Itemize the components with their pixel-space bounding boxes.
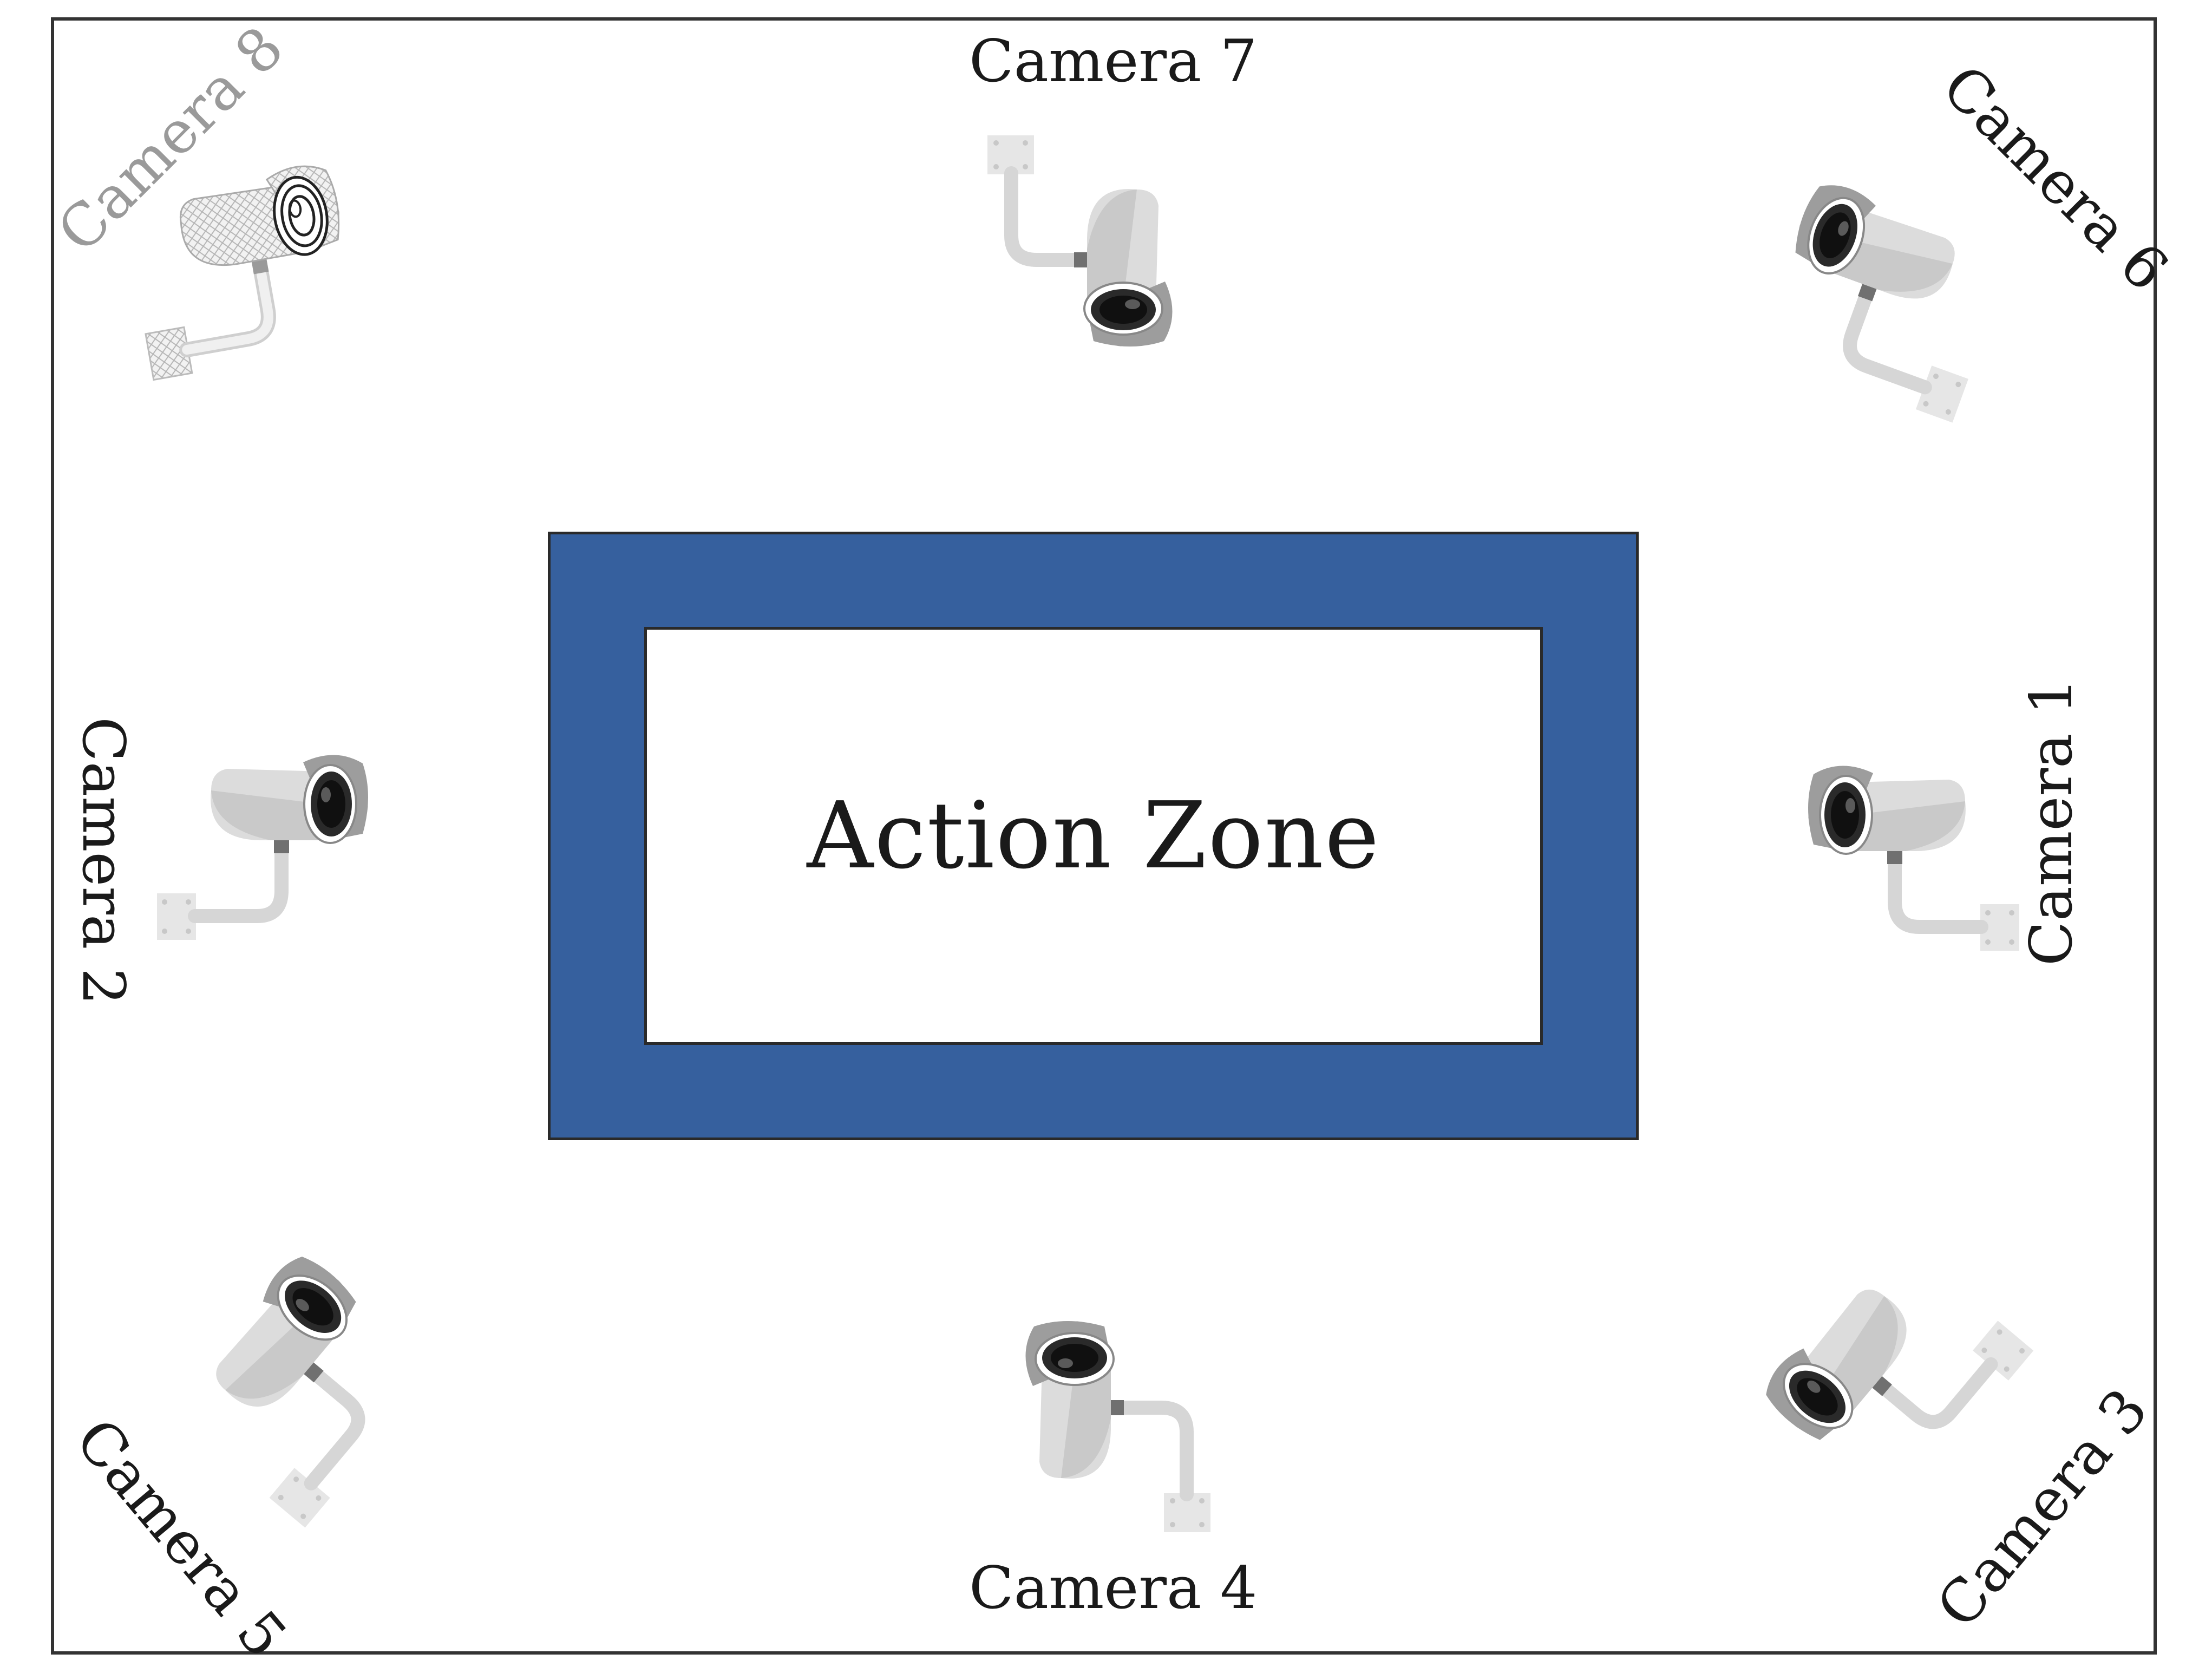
security-camera-icon [985, 1283, 1245, 1543]
camera-4-label: Camera 4 [969, 1554, 1258, 1622]
camera-7-label: Camera 7 [969, 28, 1258, 95]
camera-1-label: Camera 1 [2018, 677, 2085, 966]
security-camera-icon [953, 125, 1213, 384]
security-camera-icon [146, 715, 406, 975]
action-zone-label: Action Zone [807, 782, 1380, 890]
action-zone: Action Zone [644, 627, 1543, 1045]
security-camera-icon [1770, 725, 2030, 985]
camera-2-label: Camera 2 [69, 717, 137, 1005]
